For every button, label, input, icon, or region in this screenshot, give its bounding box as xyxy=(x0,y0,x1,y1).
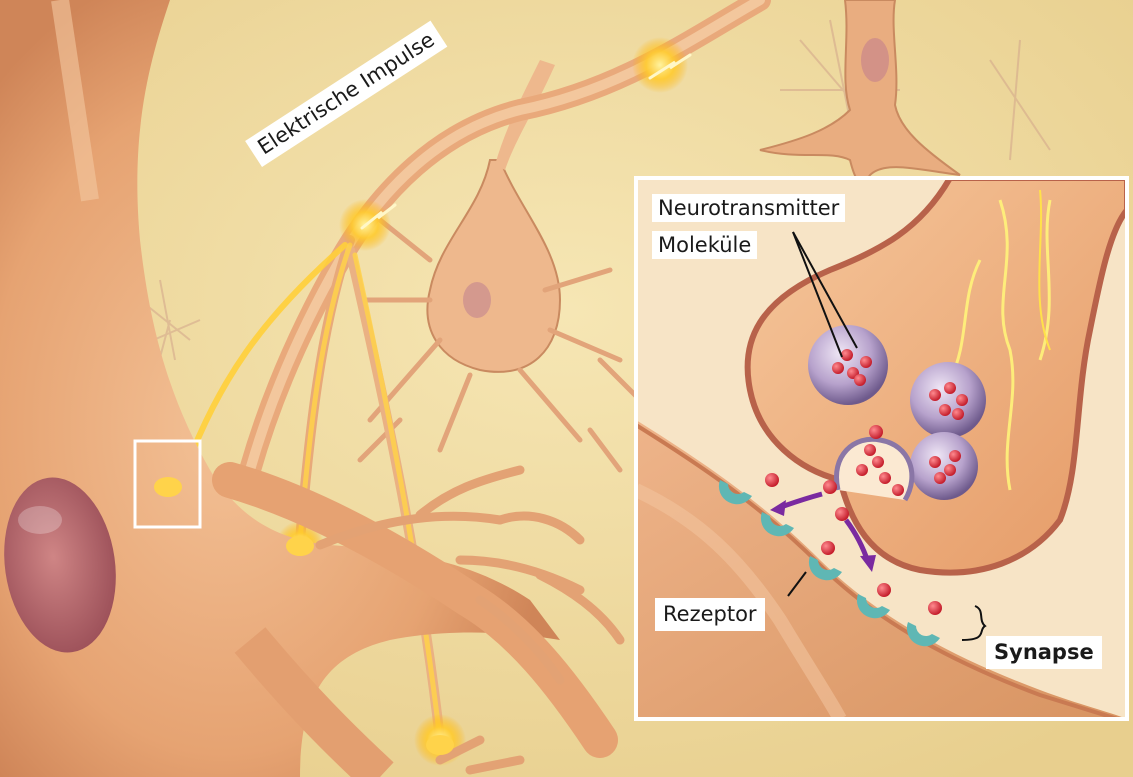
dendrite-branches xyxy=(315,465,625,775)
vesicle xyxy=(910,362,986,438)
axon-terminals xyxy=(154,477,454,755)
neurotransmitter-label: Neurotransmitter xyxy=(652,194,846,222)
synapse-label: Synapse xyxy=(986,636,1102,669)
postsynaptic-membrane xyxy=(636,420,1127,719)
receptor-label: Rezeptor xyxy=(655,598,765,631)
synapse-highlight-box xyxy=(133,439,202,529)
release-arrows xyxy=(770,491,876,572)
neuron-middle xyxy=(357,60,643,473)
fusing-vesicle xyxy=(834,436,915,502)
vesicle xyxy=(808,325,888,405)
receptors xyxy=(718,480,940,647)
neuron-top-right xyxy=(759,0,961,184)
released-molecules xyxy=(765,425,942,615)
vesicle xyxy=(910,432,978,500)
molecules-label: Moleküle xyxy=(652,231,758,259)
neuron-soma-large xyxy=(0,0,618,777)
label-pointers xyxy=(787,231,987,641)
